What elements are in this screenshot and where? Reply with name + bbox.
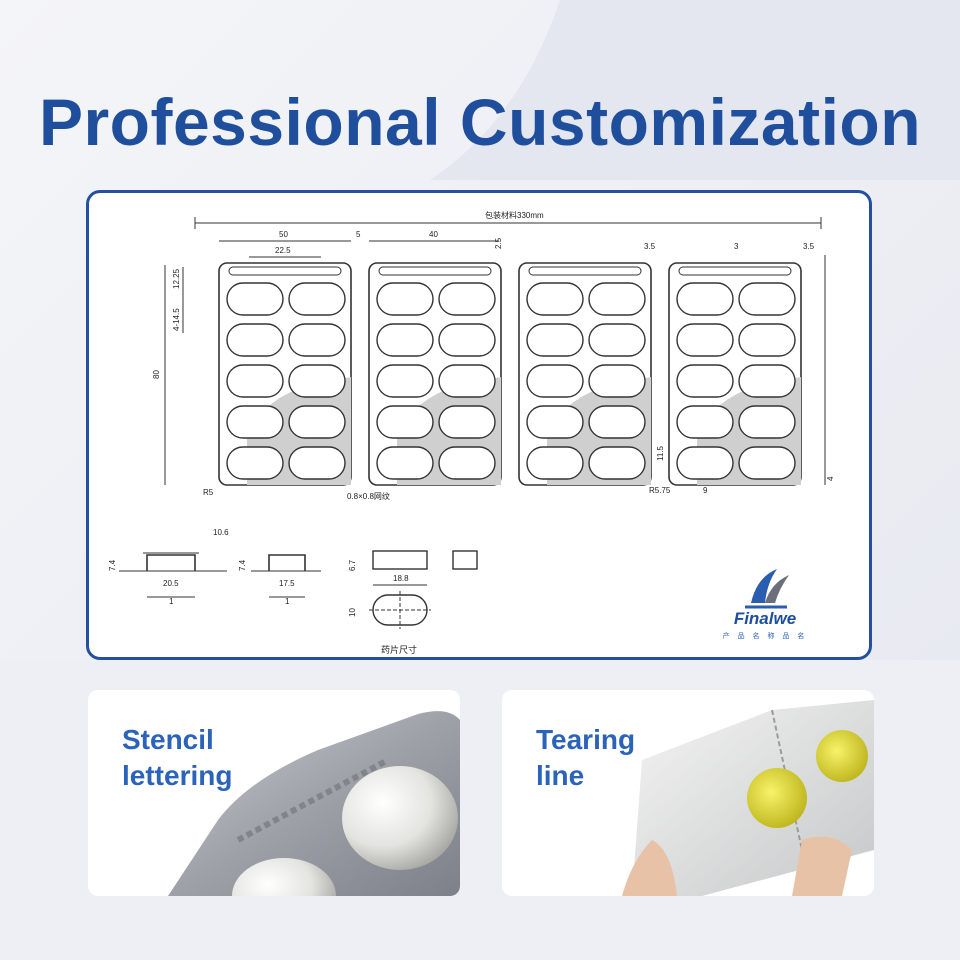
tablet-cavity: [676, 282, 734, 316]
svg-text:7.4: 7.4: [238, 559, 247, 571]
blister-strip: [368, 262, 502, 486]
dim-40: 40: [429, 230, 438, 239]
dim-3: 3: [734, 242, 739, 251]
dim-12-25: 12.25: [172, 268, 181, 289]
tablet-cavity: [438, 282, 496, 316]
tablet-cavity: [438, 405, 496, 439]
svg-text:20.5: 20.5: [163, 579, 179, 588]
dim-2-5: 2.5: [494, 237, 503, 249]
dim-r5: R5: [203, 488, 214, 497]
blister-strip: [518, 262, 652, 486]
tablet-cavity: [738, 446, 796, 480]
cross-section-1: 7.4 10.6 20.5 1: [108, 528, 229, 606]
dim-22-5: 22.5: [275, 246, 291, 255]
tablet-cavity: [376, 364, 434, 398]
tablet-cavity: [588, 282, 646, 316]
svg-text:10: 10: [348, 608, 357, 617]
tearing-line-card: Tearing line: [502, 690, 874, 896]
tablet-cavity: [226, 323, 284, 357]
tablet-cavity: [526, 405, 584, 439]
tablet-cavity: [676, 405, 734, 439]
technical-drawing-card: 包装材料330mm 80 12.25 4-14.5 50 22.5 5 40 2…: [86, 190, 872, 660]
svg-text:药片尺寸: 药片尺寸: [381, 644, 417, 655]
tablet-cavity: [288, 323, 346, 357]
dim-4: 4: [826, 476, 835, 481]
blister-strip: [668, 262, 802, 486]
stencil-lettering-card: Stencil lettering: [88, 690, 460, 896]
tablet-cavity: [438, 364, 496, 398]
liquid-blister-photo: [622, 700, 874, 896]
card-caption: Stencil lettering: [122, 724, 233, 791]
tablet-cavity: [526, 446, 584, 480]
svg-text:1: 1: [285, 597, 290, 606]
svg-text:18.8: 18.8: [393, 574, 409, 583]
tablet-cavity: [738, 282, 796, 316]
dim-80: 80: [152, 370, 161, 379]
svg-text:17.5: 17.5: [279, 579, 295, 588]
tablet-cavity: [376, 323, 434, 357]
tablet-cavity: [226, 405, 284, 439]
logo-name: Finalwe: [733, 609, 797, 628]
tablet-cavity: [676, 364, 734, 398]
cross-section-2: 7.4 17.5 1: [238, 554, 321, 606]
logo-subtitle: 产 品 名 称 品 名: [722, 633, 808, 640]
tablet-cavity: [738, 405, 796, 439]
tablet-cavity: [226, 282, 284, 316]
blister-technical-drawing: 包装材料330mm 80 12.25 4-14.5 50 22.5 5 40 2…: [108, 210, 835, 655]
tablet-cavity: [288, 446, 346, 480]
dim-11-5: 11.5: [656, 445, 665, 461]
tablet-cavity: [588, 364, 646, 398]
tablet-cavity: [526, 364, 584, 398]
svg-text:1: 1: [169, 597, 174, 606]
tablet-cavity: [288, 405, 346, 439]
tablet-cavity: [738, 364, 796, 398]
dim-9: 9: [703, 486, 708, 495]
dim-mesh: 0.8×0.8网纹: [347, 491, 390, 501]
dim-50: 50: [279, 230, 288, 239]
tablet-cavity: [676, 323, 734, 357]
page-title: Professional Customization: [38, 85, 922, 159]
tablet-cavity: [226, 446, 284, 480]
card-caption: Tearing line: [536, 724, 636, 791]
finalwe-logo: Finalwe 产 品 名 称 品 名: [717, 563, 813, 647]
tablet-cavity: [376, 282, 434, 316]
blister-strips: [218, 262, 802, 486]
tablet-cavity: [676, 446, 734, 480]
tablet-cavity: [438, 446, 496, 480]
tablet-cavity: [288, 364, 346, 398]
tablet-cavity: [526, 323, 584, 357]
tablet-cavity: [588, 323, 646, 357]
dim-r5-75: R5.75: [649, 486, 671, 495]
tablet-cavity: [288, 282, 346, 316]
dim-5: 5: [356, 230, 361, 239]
tablet-cavity: [376, 446, 434, 480]
blister-strip: [218, 262, 352, 486]
tablet-cavity: [438, 323, 496, 357]
tablet-cavity: [738, 323, 796, 357]
tablet-cavity: [376, 405, 434, 439]
tablet-cavity: [226, 364, 284, 398]
wing-logo-icon: [745, 569, 789, 609]
svg-text:7.4: 7.4: [108, 559, 117, 571]
blister-pack-photo: [168, 711, 460, 896]
dim-4-14-5: 4-14.5: [172, 308, 181, 331]
svg-text:6.7: 6.7: [348, 559, 357, 571]
tablet-views: 6.7 18.8 10 药片尺寸: [348, 550, 478, 655]
dim-header-label: 包装材料330mm: [485, 210, 544, 220]
dim-3-5-left: 3.5: [644, 242, 656, 251]
dim-3-5-right: 3.5: [803, 242, 815, 251]
svg-text:10.6: 10.6: [213, 528, 229, 537]
tablet-cavity: [526, 282, 584, 316]
tablet-cavity: [588, 446, 646, 480]
tablet-cavity: [588, 405, 646, 439]
